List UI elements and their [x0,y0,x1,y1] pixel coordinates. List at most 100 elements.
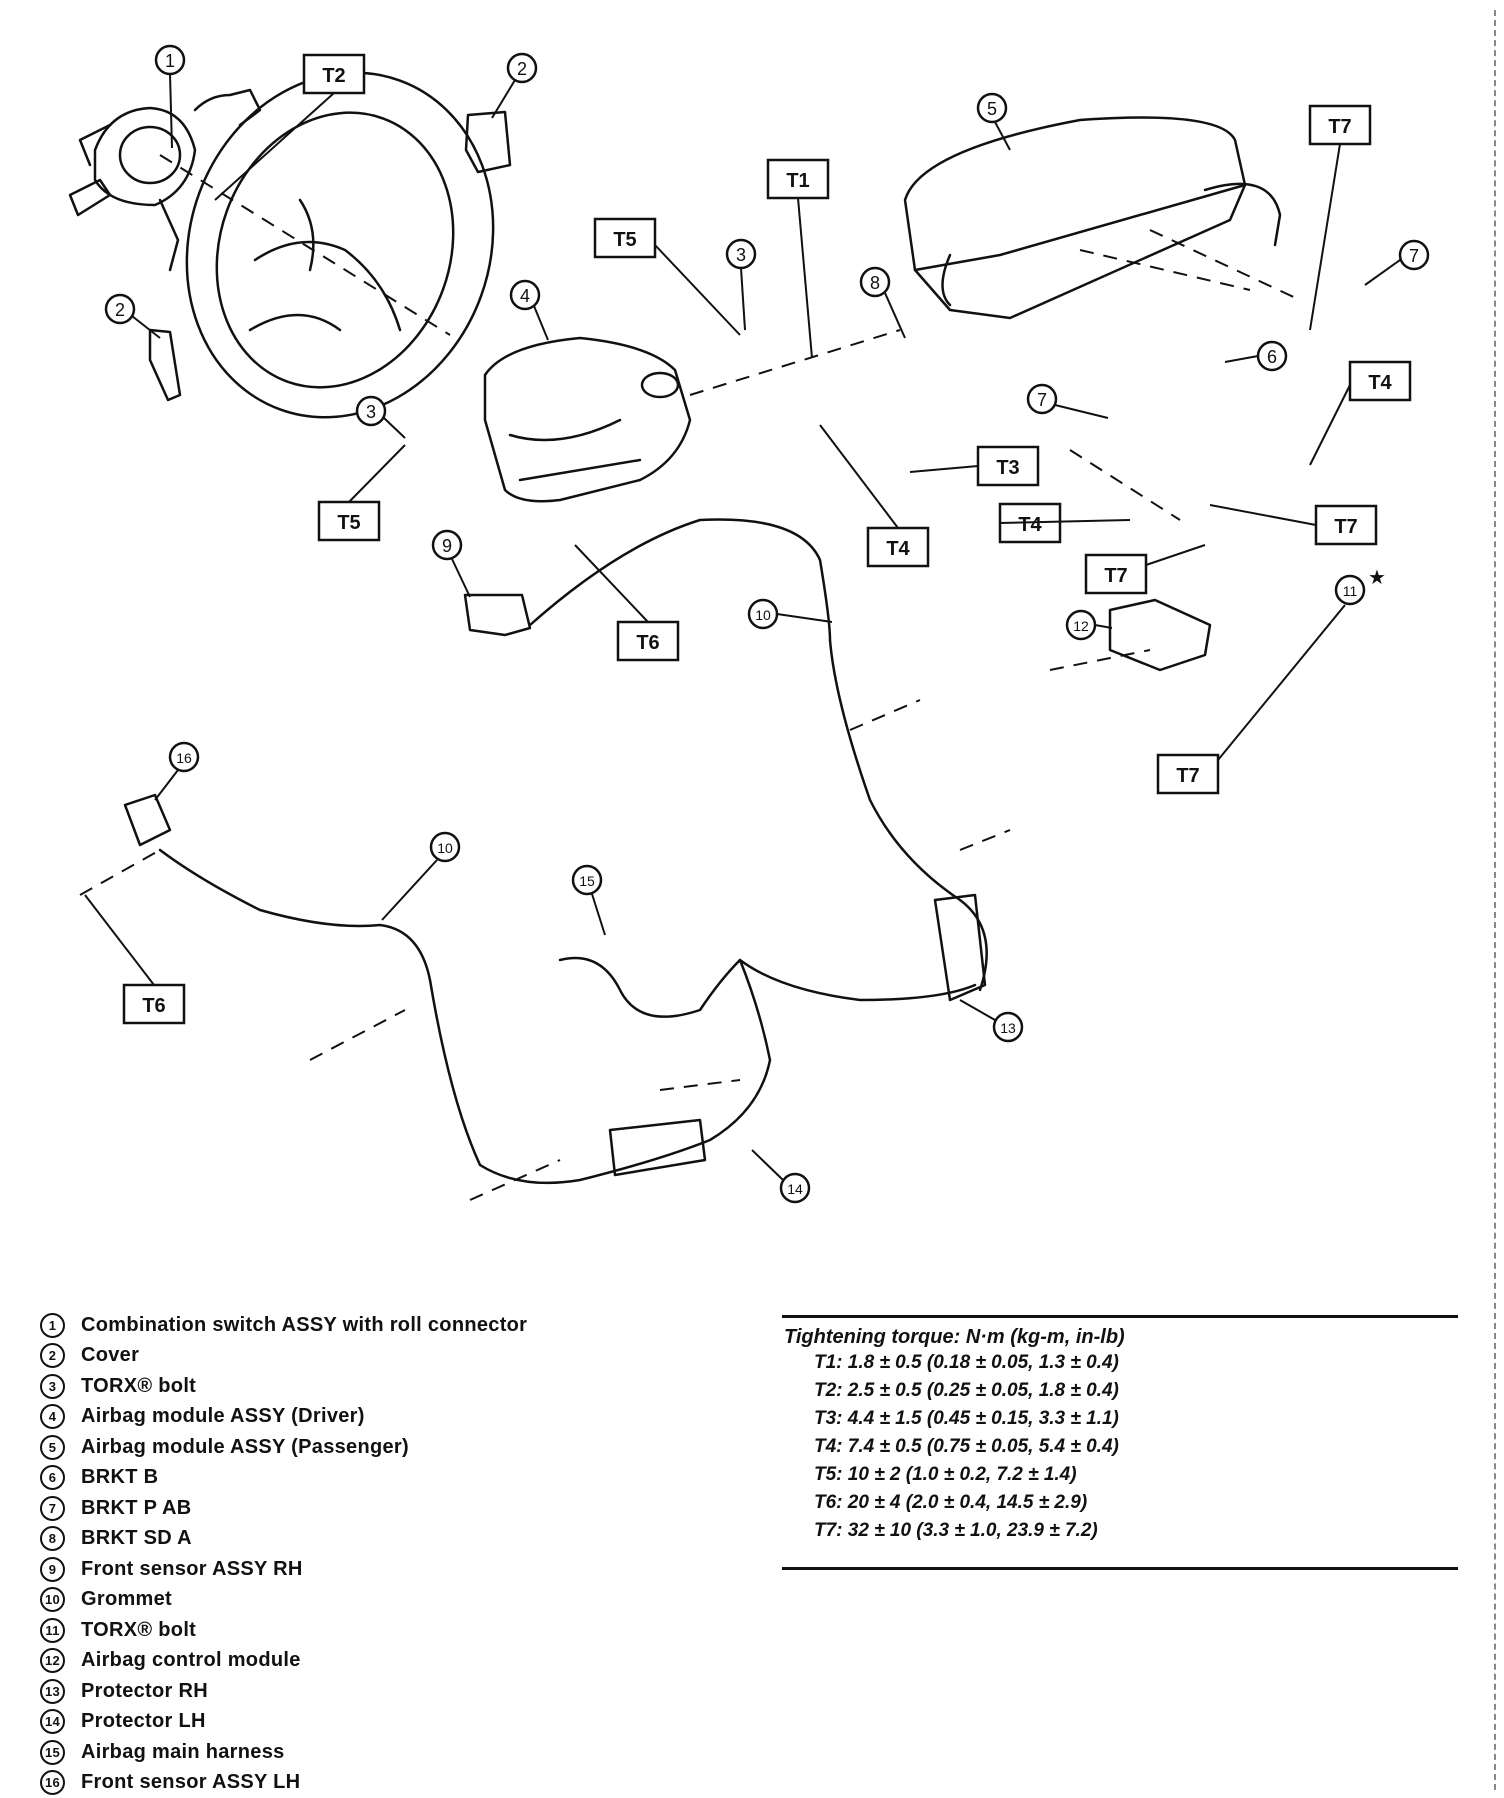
legend-label: TORX® bolt [81,1618,197,1641]
t4-leader-c [999,519,1131,524]
legend-item: 5 Airbag module ASSY (Passenger) [40,1432,740,1463]
part-6-leader [1224,355,1259,363]
protector-rh-drawing [933,893,987,1002]
legend-label: BRKT SD A [81,1527,192,1550]
legend-label: BRKT B [81,1466,159,1489]
passenger-airbag-drawing [903,116,1282,320]
cover-left-drawing [148,328,182,402]
airbag-control-module-drawing [1108,598,1212,672]
legend-number: 1 [40,1312,65,1338]
t3-label: T3 [996,457,1019,479]
legend-number: 9 [40,1556,65,1582]
dashed-leader-5 [1069,449,1181,521]
part-14-circle [779,1172,811,1204]
t4-leader-a [819,424,899,529]
combination-switch-drawing [68,88,262,272]
dashed-leader-6 [1049,649,1151,671]
harness-upper-drawing [528,518,988,992]
legend-item: 8 BRKT SD A [40,1524,740,1555]
t1-box [766,158,830,200]
part-2-number-b: 2 [115,300,125,320]
t7-label-b: T7 [1334,516,1357,538]
legend-label: TORX® bolt [81,1374,197,1397]
protector-lh-drawing [608,1118,707,1177]
t4-label-b: T4 [1368,372,1392,394]
t5-leader-a [654,244,741,336]
part-11-star: ★ [1368,565,1386,589]
legend-number: 2 [40,1343,65,1369]
part-7-number-a: 7 [1409,246,1419,266]
harness-branch-drawing [558,956,742,1018]
part-9-number: 9 [442,536,452,556]
legend-number: 5 [40,1434,65,1460]
legend-label: Airbag control module [81,1649,301,1672]
legend-label: BRKT P AB [81,1496,192,1519]
dashed-leader-1 [159,154,451,336]
dashed-leader-7 [849,699,921,731]
legend-label: Protector RH [81,1679,208,1702]
t4-box-b [1348,360,1412,402]
legend-item: 11 TORX® bolt [40,1615,740,1646]
part-4-number: 4 [520,286,530,306]
legend-label: Airbag module ASSY (Passenger) [81,1435,409,1458]
part-10-leader-a [776,613,833,623]
torque-row: T2: 2.5 ± 0.5 (0.25 ± 0.05, 1.8 ± 0.4) [814,1380,1119,1401]
legend-number: 4 [40,1404,65,1430]
torque-row: T7: 32 ± 10 (3.3 ± 1.0, 23.9 ± 7.2) [814,1520,1098,1541]
dashed-leader-10 [309,1009,406,1061]
part-16-leader [154,769,179,801]
t1-leader [797,197,813,359]
part-15-leader [591,893,606,936]
t6-leader-b [84,894,155,986]
torque-top-rule [782,1315,1458,1318]
dashed-leader-3 [1079,249,1251,291]
legend-number: 8 [40,1526,65,1552]
t1-label: T1 [786,170,809,192]
part-7-circle-a [1398,239,1430,271]
part-5-number: 5 [987,99,997,119]
t5-label-a: T5 [613,229,636,251]
legend-number: 11 [40,1617,65,1643]
page-edge-dashed-line [1494,10,1496,1790]
t2-label: T2 [322,65,345,87]
part-7-circle-b [1026,383,1058,415]
t2-leader [214,92,335,201]
part-1-leader [169,73,173,149]
legend-label: Front sensor ASSY RH [81,1557,303,1580]
t4-box-a [866,526,930,568]
t3-leader [909,465,979,473]
part-2-circle-b [104,293,136,325]
part-3-number-b: 3 [366,402,376,422]
t7-leader-a [1309,143,1341,331]
legend-label: Front sensor ASSY LH [81,1771,301,1794]
part-12-number: 12 [1073,618,1089,634]
part-6-number: 6 [1267,347,1277,367]
part-1-number: 1 [165,51,175,71]
front-sensor-rh-drawing [463,593,532,637]
torque-row: T3: 4.4 ± 1.5 (0.45 ± 0.15, 3.3 ± 1.1) [814,1408,1119,1429]
part-3-number-a: 3 [736,245,746,265]
t6-leader-a [574,544,649,623]
dashed-leader-12 [659,1079,741,1091]
part-3-leader-b [383,417,406,439]
t4-label-c: T4 [1018,514,1042,536]
legend-number: 14 [40,1709,65,1735]
t7-leader-d [1217,604,1346,761]
t5-label-b: T5 [337,512,360,534]
torque-spec-table: Tightening torque: N·m (kg-m, in-lb) T1:… [782,1315,1458,1570]
t3-box [976,445,1040,487]
part-2-number-a: 2 [517,59,527,79]
part-13-number: 13 [1000,1020,1016,1036]
torque-row: T1: 1.8 ± 0.5 (0.18 ± 0.05, 1.3 ± 0.4) [814,1352,1119,1373]
t6-label-a: T6 [636,632,659,654]
front-sensor-lh-drawing [123,793,172,847]
t7-leader-b [1209,504,1317,526]
part-7-leader-a [1364,259,1401,286]
